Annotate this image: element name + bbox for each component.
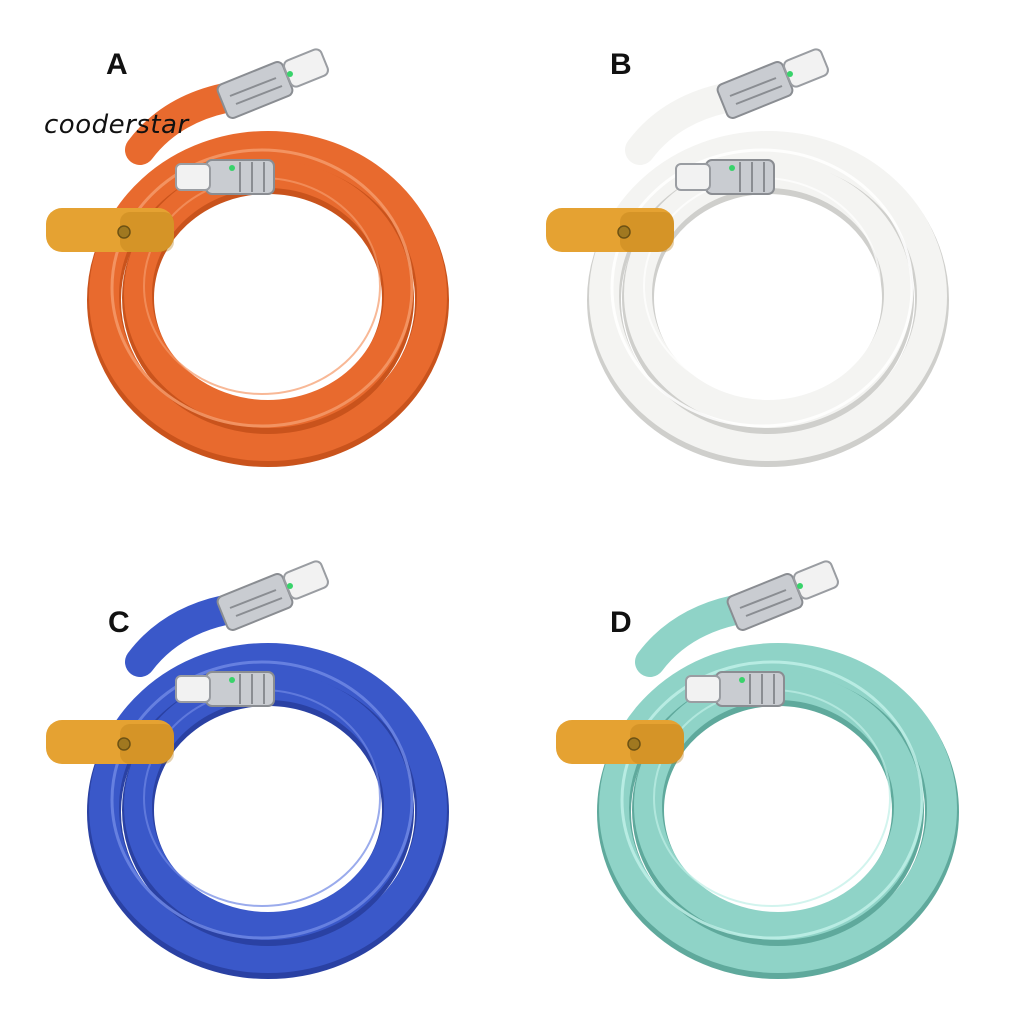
cable-strap — [556, 720, 684, 764]
usb-c-connector-top — [726, 560, 839, 631]
cable-panel-c: C — [0, 512, 512, 1024]
variant-letter: C — [108, 606, 130, 639]
usb-c-connector-lower — [685, 671, 785, 707]
usb-c-connector-lower — [175, 671, 275, 707]
cable-panel-b: B — [500, 0, 1012, 512]
cable-strap — [46, 208, 174, 252]
usb-c-connector-lower — [675, 159, 775, 195]
usb-c-connector-lower — [175, 159, 275, 195]
coiled-cable-image — [46, 560, 449, 979]
coiled-cable-image — [46, 48, 449, 467]
brand-watermark: cooderstar — [44, 110, 189, 140]
cable-strap — [46, 720, 174, 764]
usb-c-connector-top — [216, 48, 329, 119]
variant-letter: B — [610, 48, 632, 81]
cable-panel-d: D — [510, 512, 1022, 1024]
coiled-cable-image — [546, 48, 949, 467]
cable-panel-a: A — [0, 0, 512, 512]
variant-letter: A — [106, 48, 128, 81]
usb-c-connector-top — [216, 560, 329, 631]
coiled-cable-image — [556, 560, 959, 979]
usb-c-connector-top — [716, 48, 829, 119]
cable-strap — [546, 208, 674, 252]
variant-letter: D — [610, 606, 632, 639]
